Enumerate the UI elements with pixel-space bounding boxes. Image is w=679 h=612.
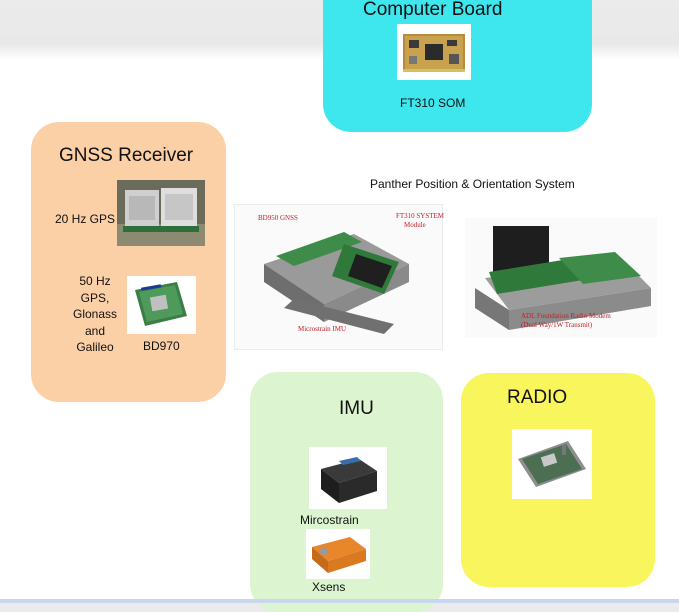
ft310-system-label: FT310 SYSTEM <box>396 212 445 220</box>
xsens-image <box>306 529 370 579</box>
system-photo-assembly: BD950 GNSS FT310 SYSTEM Module Microstra… <box>234 204 445 350</box>
system-photo-radio-stack: ADL Foundation Radio Modem (Dual Way/1W … <box>465 218 657 338</box>
xsens-label: Xsens <box>312 580 346 594</box>
bottom-border <box>0 599 679 603</box>
radio-modem-image <box>512 429 592 499</box>
gps-50hz-line-4: and <box>84 323 106 338</box>
ft310-module-label: Module <box>404 221 426 229</box>
microstrain-image <box>309 447 387 509</box>
gps-50hz-line-3: Glonass <box>72 307 118 321</box>
ft310-som-caption: FT310 SOM <box>400 96 466 110</box>
gps-50hz-label: 50 Hz GPS, Glonass and Galileo <box>68 273 122 356</box>
computer-board-title: Computer Board <box>363 0 503 20</box>
system-title: Panther Position & Orientation System <box>370 177 575 191</box>
bd970-image <box>127 276 196 334</box>
bd950-gnss-label: BD950 GNSS <box>258 214 298 222</box>
microstrain-imu-label: Microstrain IMU <box>298 325 347 333</box>
adl-radio-label-line-1: ADL Foundation Radio Modem <box>521 312 611 320</box>
gnss-receiver-title: GNSS Receiver <box>59 145 194 166</box>
gps-20hz-label: 20 Hz GPS <box>55 212 116 226</box>
adl-radio-label-line-2: (Dual Way/1W Transmit) <box>521 321 593 329</box>
microstrain-label: Mircostrain <box>300 513 359 527</box>
imu-title: IMU <box>339 398 374 419</box>
gps-20hz-image <box>117 180 205 246</box>
ft310-som-image <box>397 24 471 80</box>
gnss-receiver-box <box>31 122 226 402</box>
gps-50hz-line-5: Galileo <box>76 340 114 354</box>
gps-50hz-line-1: 50 Hz <box>79 274 111 288</box>
radio-title: RADIO <box>507 387 568 408</box>
bd970-label: BD970 <box>143 339 180 353</box>
gps-50hz-line-2: GPS, <box>80 290 110 305</box>
